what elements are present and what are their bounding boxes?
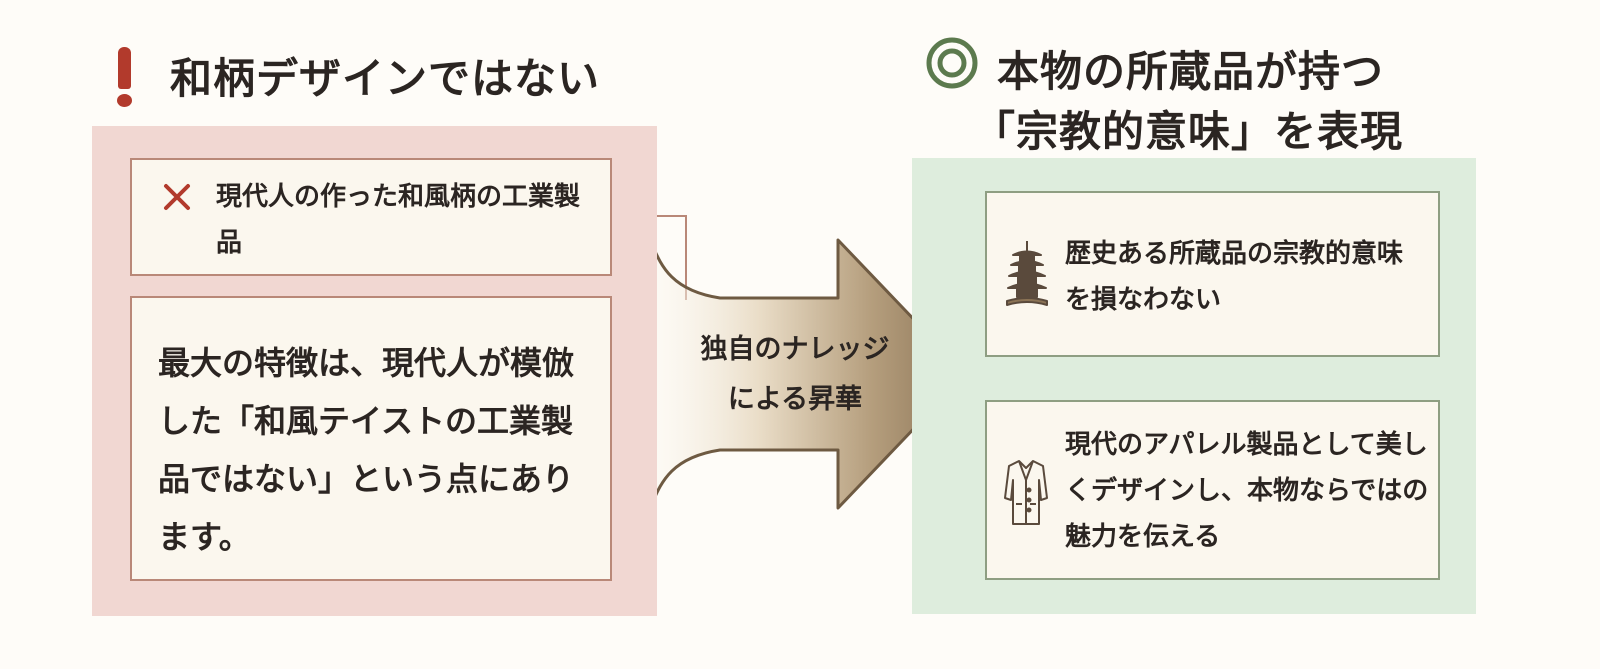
exclamation-icon bbox=[112, 43, 138, 107]
transform-arrow bbox=[648, 238, 968, 510]
right-heading-line1: 本物の所蔵品が持つ bbox=[997, 47, 1385, 96]
coat-icon bbox=[1004, 460, 1048, 525]
double-circle-icon bbox=[926, 37, 978, 89]
left-box-main-feature: 最大の特徴は、現代人が模倣した「和風テイストの工業製品ではない」という点にありま… bbox=[130, 296, 612, 581]
right-box-2-text: 現代のアパレル製品として美しくデザインし、本物ならではの魅力を伝える bbox=[1065, 430, 1429, 552]
right-box-1-text: 歴史ある所蔵品の宗教的意味を損なわない bbox=[1065, 239, 1404, 315]
right-heading-line2: 「宗教的意味」を表現 bbox=[973, 107, 1404, 156]
left-box-2-text: 最大の特徴は、現代人が模倣した「和風テイストの工業製品ではない」という点にありま… bbox=[158, 344, 575, 556]
arrow-label: 独自のナレッジ による昇華 bbox=[655, 325, 935, 425]
right-box-apparel-design: 現代のアパレル製品として美しくデザインし、本物ならではの魅力を伝える bbox=[985, 400, 1440, 580]
left-box-industrial-product: 現代人の作った和風柄の工業製品 bbox=[130, 158, 612, 276]
left-heading-title: 和柄デザインではない bbox=[170, 53, 601, 103]
arrow-label-line2: による昇華 bbox=[727, 384, 863, 415]
arrow-label-line1: 独自のナレッジ bbox=[700, 334, 890, 365]
right-box-religious-meaning: 歴史ある所蔵品の宗教的意味を損なわない bbox=[985, 191, 1440, 357]
left-heading: 和柄デザインではない bbox=[112, 40, 600, 110]
left-box-1-text: 現代人の作った和風柄の工業製品 bbox=[216, 182, 581, 258]
cross-icon bbox=[164, 184, 190, 210]
pagoda-icon bbox=[1006, 241, 1048, 306]
